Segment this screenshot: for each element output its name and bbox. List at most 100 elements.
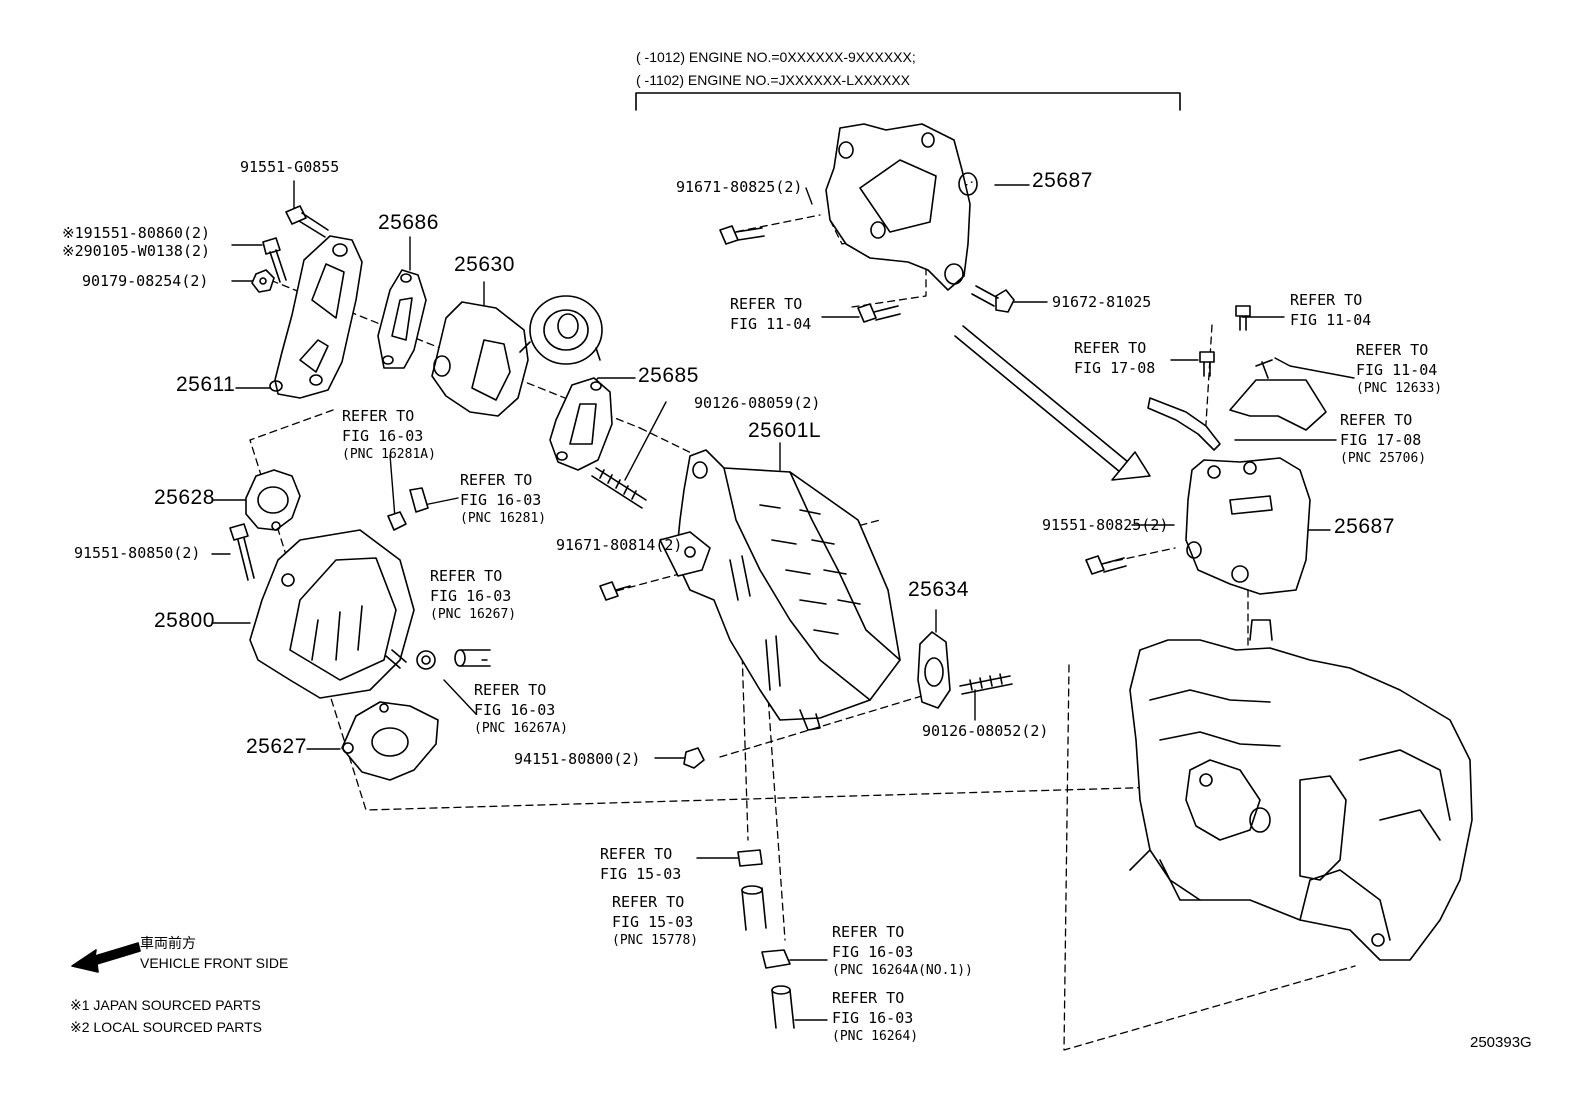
label-91551-G0855: 91551-G0855 bbox=[240, 158, 340, 176]
clip-16281A bbox=[387, 511, 407, 531]
part-25611-flange bbox=[269, 235, 363, 399]
engine-range-line-2: ( -1102) ENGINE NO.=JXXXXXX-LXXXXXX bbox=[636, 72, 911, 88]
ref-fig-16-03-c: REFER TO FIG 16-03 (PNC 16267) bbox=[430, 566, 516, 623]
label-91671-80814: 91671-80814(2) bbox=[556, 536, 683, 554]
ref-line-3: (PNC 16267) bbox=[430, 607, 517, 622]
ref-line-2: FIG 11-04 bbox=[1356, 361, 1438, 379]
part-bracket-12633 bbox=[1229, 359, 1327, 431]
label-25628: 25628 bbox=[154, 486, 215, 509]
ref-fig-16-03-d: REFER TO FIG 16-03 (PNC 16267A) bbox=[474, 680, 568, 737]
bolt-91551-G0855 bbox=[285, 205, 329, 238]
ref-line-1: REFER TO bbox=[474, 681, 547, 699]
stud-90126-08052 bbox=[959, 673, 1013, 695]
ref-fig-11-04-c: REFER TO FIG 11-04 (PNC 12633) bbox=[1356, 340, 1442, 397]
detail-arrow bbox=[954, 325, 1151, 481]
label-25800: 25800 bbox=[154, 609, 215, 632]
ref-line-1: REFER TO bbox=[1356, 341, 1429, 359]
ref-line-1: REFER TO bbox=[832, 923, 905, 941]
label-25687-right: 25687 bbox=[1334, 515, 1395, 538]
label-90126-08052: 90126-08052(2) bbox=[922, 722, 1049, 740]
front-side-label-jp: 車両前方 bbox=[140, 935, 196, 951]
ref-line-2: FIG 16-03 bbox=[342, 427, 424, 445]
leader-lines bbox=[211, 180, 1355, 1021]
ref-fig-11-04-b: REFER TO FIG 11-04 bbox=[1290, 290, 1371, 330]
label-25634: 25634 bbox=[908, 578, 969, 601]
label-25627: 25627 bbox=[246, 735, 307, 758]
label-90126-08059: 90126-08059(2) bbox=[694, 394, 821, 412]
ref-line-3: (PNC 16281A) bbox=[342, 447, 436, 462]
label-91671-80825: 91671-80825(2) bbox=[676, 178, 803, 196]
ref-fig-16-03-b: REFER TO FIG 16-03 (PNC 16281) bbox=[460, 470, 546, 527]
ref-line-2: FIG 16-03 bbox=[460, 491, 542, 509]
label-90105-W0138: ※290105-W0138(2) bbox=[62, 242, 211, 260]
label-25601L: 25601L bbox=[748, 419, 822, 442]
part-25634-gasket bbox=[917, 631, 951, 709]
bolt-91551-80860 bbox=[262, 237, 287, 283]
stud-90126-08059 bbox=[591, 467, 647, 509]
label-91551-80850: 91551-80850(2) bbox=[74, 544, 201, 562]
clip-16264A bbox=[761, 949, 791, 969]
ref-line-1: REFER TO bbox=[832, 989, 905, 1007]
ref-line-1: REFER TO bbox=[612, 893, 685, 911]
ref-fig-15-03-b: REFER TO FIG 15-03 (PNC 15778) bbox=[612, 892, 698, 949]
ref-line-2: FIG 16-03 bbox=[832, 943, 914, 961]
bolt-91672-81025 bbox=[971, 285, 1015, 313]
ref-line-3: (PNC 16264A(NO.1)) bbox=[832, 963, 973, 978]
ref-line-2: FIG 11-04 bbox=[730, 315, 812, 333]
ref-fig-16-03-e: REFER TO FIG 16-03 (PNC 16264A(NO.1)) bbox=[832, 922, 973, 979]
note-local-sourced: ※2 LOCAL SOURCED PARTS bbox=[70, 1019, 262, 1035]
engine-block bbox=[1129, 619, 1473, 961]
note-japan-sourced: ※1 JAPAN SOURCED PARTS bbox=[70, 997, 261, 1013]
ref-line-1: REFER TO bbox=[430, 567, 503, 585]
part-25627-gasket bbox=[341, 701, 439, 781]
ref-line-3: (PNC 15778) bbox=[612, 933, 699, 948]
clip-16267A bbox=[416, 650, 436, 670]
label-91551-80860: ※191551-80860(2) bbox=[62, 224, 211, 242]
bolt-91671-80825 bbox=[719, 225, 765, 245]
ref-line-1: REFER TO bbox=[342, 407, 415, 425]
ref-line-3: (PNC 25706) bbox=[1340, 451, 1427, 466]
ref-line-3: (PNC 16267A) bbox=[474, 721, 568, 736]
label-25686: 25686 bbox=[378, 211, 439, 234]
ref-line-3: (PNC 16281) bbox=[460, 511, 547, 526]
ref-fig-17-08-b: REFER TO FIG 17-08 (PNC 25706) bbox=[1340, 410, 1426, 467]
label-91551-80825: 91551-80825(2) bbox=[1042, 516, 1169, 534]
hose-15778 bbox=[741, 885, 767, 931]
hose-16267 bbox=[454, 649, 491, 667]
ref-line-2: FIG 17-08 bbox=[1340, 431, 1422, 449]
bolt-91551-80850 bbox=[229, 523, 255, 581]
ref-line-2: FIG 15-03 bbox=[600, 865, 682, 883]
part-25687-top-bracket bbox=[825, 123, 978, 291]
label-94151-80800: 94151-80800(2) bbox=[514, 750, 641, 768]
ref-line-2: FIG 16-03 bbox=[832, 1009, 914, 1027]
bolt-91671-80814 bbox=[599, 581, 631, 601]
ref-line-1: REFER TO bbox=[1290, 291, 1363, 309]
ref-fig-11-04-a: REFER TO FIG 11-04 bbox=[730, 294, 811, 334]
part-25601L-cooler bbox=[659, 449, 901, 731]
part-25685-gasket bbox=[549, 377, 613, 471]
bolt-91551-80825 bbox=[1085, 555, 1127, 575]
ref-line-1: REFER TO bbox=[1074, 339, 1147, 357]
bolt-ref-11-04-b bbox=[1235, 305, 1251, 331]
ref-fig-15-03-a: REFER TO FIG 15-03 bbox=[600, 844, 681, 884]
ref-line-2: FIG 15-03 bbox=[612, 913, 694, 931]
ref-line-1: REFER TO bbox=[600, 845, 673, 863]
ref-line-2: FIG 16-03 bbox=[474, 701, 556, 719]
label-25687-top: 25687 bbox=[1032, 169, 1093, 192]
hose-16281 bbox=[409, 487, 429, 513]
clip-15-03 bbox=[737, 849, 763, 867]
vehicle-front-arrow bbox=[71, 942, 141, 973]
part-25800-egr-cooler bbox=[249, 529, 415, 699]
bolt-ref-11-04-a bbox=[857, 303, 901, 323]
ref-line-2: FIG 11-04 bbox=[1290, 311, 1372, 329]
ref-fig-16-03-f: REFER TO FIG 16-03 (PNC 16264) bbox=[832, 988, 918, 1045]
ref-fig-17-08-a: REFER TO FIG 17-08 bbox=[1074, 338, 1155, 378]
ref-line-1: REFER TO bbox=[730, 295, 803, 313]
bolt-ref-17-08 bbox=[1199, 351, 1215, 377]
part-25686-gasket bbox=[377, 269, 427, 369]
part-25687-right-bracket bbox=[1185, 457, 1311, 595]
label-25630: 25630 bbox=[454, 253, 515, 276]
ref-line-3: (PNC 12633) bbox=[1356, 381, 1443, 396]
